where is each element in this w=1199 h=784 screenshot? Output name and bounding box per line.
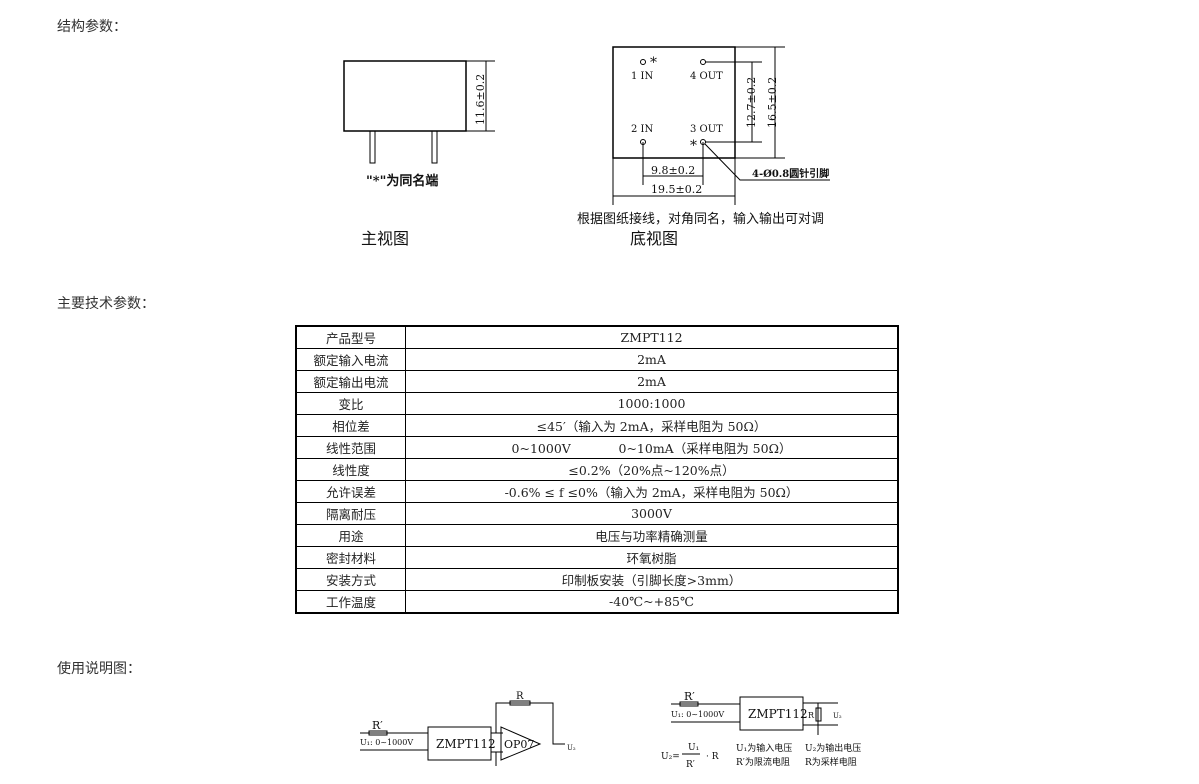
dim-outer-h: 16.5±0.2 — [766, 77, 779, 128]
spec-key: 相位差 — [295, 414, 406, 437]
pin-note: 4-Ø0.8圆针引脚 — [752, 167, 829, 180]
c2-formula-den: R′ — [686, 760, 695, 770]
c2-formula-rhs: · R — [706, 752, 719, 762]
table-row: 工作温度-40℃~+85℃ — [295, 590, 899, 614]
spec-key: 线性范围 — [295, 436, 406, 459]
spec-key: 安装方式 — [295, 568, 406, 591]
front-caption: 主视图 — [361, 229, 409, 248]
table-row: 线性度≤0.2%（20%点~120%点） — [295, 458, 899, 481]
heading-structure: 结构参数： — [57, 19, 127, 35]
c2-formula-num: U₁ — [688, 743, 699, 753]
spec-value: -40℃~+85℃ — [405, 590, 899, 614]
heading-params: 主要技术参数： — [57, 296, 155, 312]
spec-key: 隔离耐压 — [295, 502, 406, 525]
spec-value: 2mA — [405, 370, 899, 393]
c1-opamp: OP07 — [504, 738, 534, 751]
c2-rs: R — [808, 711, 815, 720]
spec-key: 线性度 — [295, 458, 406, 481]
c2-device: ZMPT112 — [748, 707, 808, 721]
c2-rin: R′ — [684, 690, 695, 703]
pin1-label: 1 IN — [631, 71, 653, 82]
bottom-caption: 底视图 — [630, 229, 678, 248]
dim-outer-w: 19.5±0.2 — [651, 183, 702, 196]
c1-output: U₂ — [567, 744, 576, 752]
spec-value: 环氧树脂 — [405, 546, 899, 569]
c2-legend2: R′为限流电阻 — [736, 756, 790, 768]
spec-key: 工作温度 — [295, 590, 406, 614]
c2-legend3: U₂为输出电压 — [805, 742, 861, 754]
table-row: 允许误差-0.6% ≤ f ≤0%（输入为 2mA，采样电阻为 50Ω） — [295, 480, 899, 503]
spec-value: 0~1000V 0~10mA（采样电阻为 50Ω） — [405, 436, 899, 459]
circuit-diagram-resistor: R′ U₁: 0~1000V ZMPT112 R U₂ U₂= U₁ R′ · … — [661, 690, 861, 770]
c1-device: ZMPT112 — [436, 737, 496, 751]
table-row: 安装方式印制板安装（引脚长度>3mm） — [295, 568, 899, 591]
front-view-drawing: 11.6±0.2 "*"为同名端 主视图 — [343, 60, 495, 248]
svg-text:*: * — [690, 138, 697, 154]
front-dim-height: 11.6±0.2 — [474, 74, 487, 125]
front-note: "*"为同名端 — [366, 173, 438, 189]
c1-rin: R′ — [372, 719, 383, 732]
c2-input: U₁: 0~1000V — [671, 710, 724, 719]
c2-formula-lhs: U₂= — [661, 752, 680, 762]
spec-value: 1000:1000 — [405, 392, 899, 415]
spec-value: 印制板安装（引脚长度>3mm） — [405, 568, 899, 591]
c2-legend4: R为采样电阻 — [805, 756, 857, 768]
table-row: 相位差≤45′（输入为 2mA，采样电阻为 50Ω） — [295, 414, 899, 437]
spec-value: ZMPT112 — [405, 325, 899, 349]
dim-inner-h: 12.7±0.2 — [745, 77, 758, 128]
table-row: 用途电压与功率精确测量 — [295, 524, 899, 547]
spec-value: ≤45′（输入为 2mA，采样电阻为 50Ω） — [405, 414, 899, 437]
spec-key: 产品型号 — [295, 325, 406, 349]
spec-value: 电压与功率精确测量 — [405, 524, 899, 547]
pin4-label: 4 OUT — [690, 71, 723, 82]
pin2-label: 2 IN — [631, 124, 653, 135]
wiring-note: 根据图纸接线，对角同名，输入输出可对调 — [577, 211, 824, 227]
spec-key: 额定输入电流 — [295, 348, 406, 371]
c2-output: U₂ — [833, 712, 842, 720]
heading-usage: 使用说明图： — [57, 661, 141, 677]
bottom-view-drawing: * * 1 IN 4 OUT 2 IN 3 OUT 12.7±0.2 16.5±0… — [577, 46, 830, 248]
circuit-diagram-opamp: R′ U₁: 0~1000V ZMPT112 OP07 R U₂ — [360, 691, 576, 766]
spec-value: 3000V — [405, 502, 899, 525]
c1-rfb: R — [516, 691, 524, 702]
c2-legend1: U₁为输入电压 — [736, 742, 792, 754]
spec-key: 允许误差 — [295, 480, 406, 503]
spec-value: 2mA — [405, 348, 899, 371]
table-row: 密封材料环氧树脂 — [295, 546, 899, 569]
spec-key: 密封材料 — [295, 546, 406, 569]
pin3-label: 3 OUT — [690, 124, 723, 135]
spec-value: -0.6% ≤ f ≤0%（输入为 2mA，采样电阻为 50Ω） — [405, 480, 899, 503]
spec-key: 额定输出电流 — [295, 370, 406, 393]
spec-key: 变比 — [295, 392, 406, 415]
spec-value: ≤0.2%（20%点~120%点） — [405, 458, 899, 481]
svg-text:*: * — [650, 55, 657, 71]
spec-key: 用途 — [295, 524, 406, 547]
c1-input: U₁: 0~1000V — [360, 738, 413, 747]
dim-pin-w: 9.8±0.2 — [651, 164, 695, 177]
